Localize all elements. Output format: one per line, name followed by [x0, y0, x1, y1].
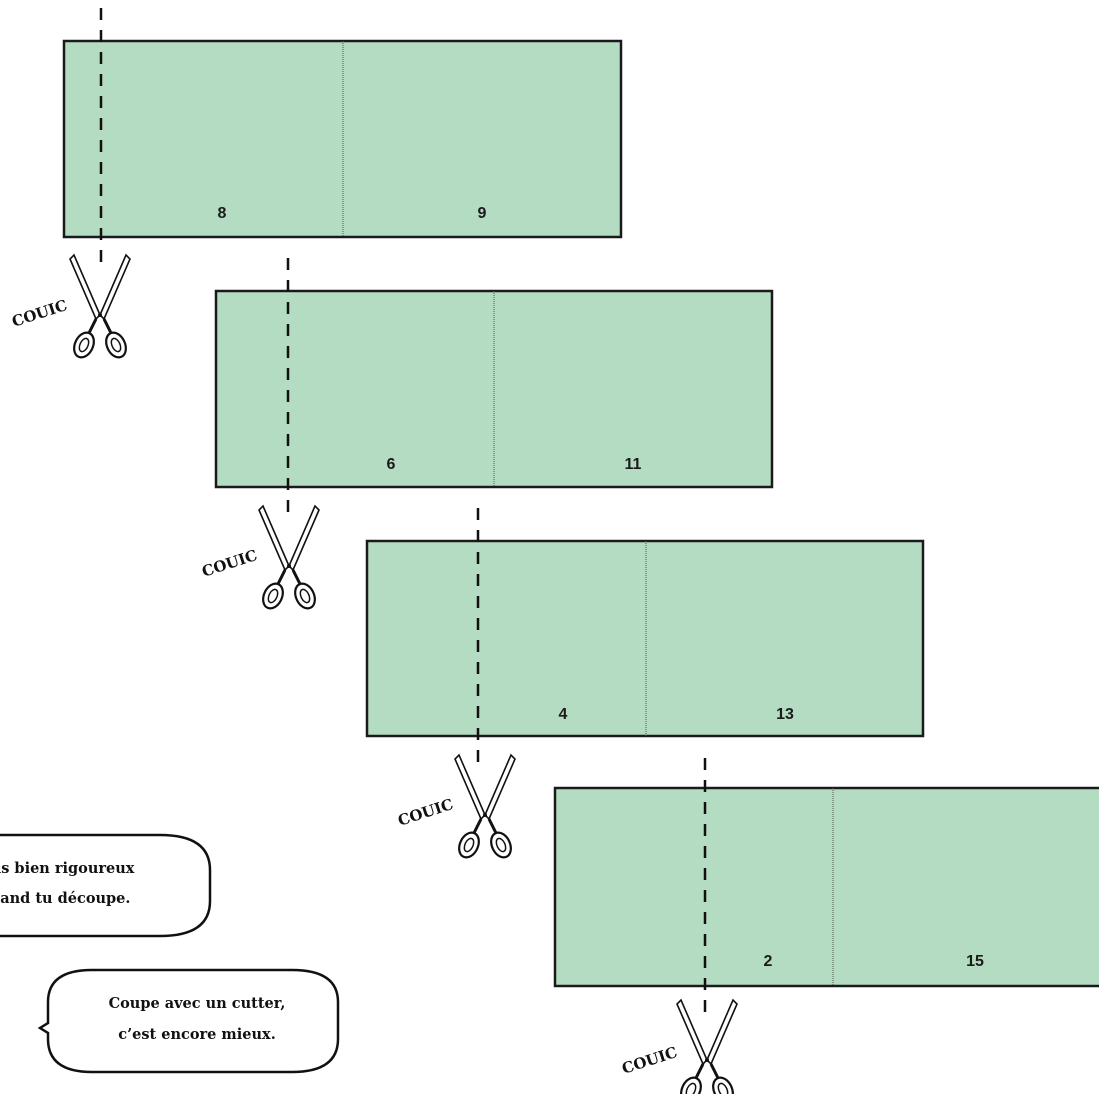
speech-bubble-rigorous: Sois bien rigoureux quand tu découpe. — [0, 833, 212, 938]
bubble-text-line-1: Coupe avec un cutter, — [109, 995, 286, 1012]
sheet-1: 8 9 — [62, 39, 623, 239]
scissors-icon — [257, 504, 321, 614]
sheet-4: 2 15 — [553, 786, 1099, 988]
couic-label: COUIC — [10, 296, 70, 331]
couic-label: COUIC — [620, 1043, 680, 1078]
page-number-left: 4 — [559, 706, 568, 723]
sheet-2: 6 11 — [214, 289, 774, 489]
couic-label: COUIC — [200, 546, 260, 581]
page-number-left: 6 — [387, 456, 396, 473]
scissors-icon — [675, 998, 739, 1094]
couic-label: COUIC — [396, 795, 456, 830]
scissors-icon — [68, 253, 132, 363]
page-number-right: 15 — [966, 953, 984, 970]
speech-bubble-cutter: Coupe avec un cutter, c’est encore mieux… — [37, 968, 340, 1074]
bubble-text-line-1: Sois bien rigoureux — [0, 860, 135, 877]
page-number-right: 9 — [478, 205, 487, 222]
page-number-right: 11 — [625, 456, 642, 473]
sheet-3: 4 13 — [365, 539, 925, 738]
scissors-icon — [453, 753, 517, 863]
bubble-text-line-2: quand tu découpe. — [0, 890, 130, 907]
page-number-left: 2 — [764, 953, 773, 970]
page-number-left: 8 — [218, 205, 227, 222]
page-number-right: 13 — [776, 706, 794, 723]
bubble-text-line-2: c’est encore mieux. — [118, 1026, 276, 1043]
